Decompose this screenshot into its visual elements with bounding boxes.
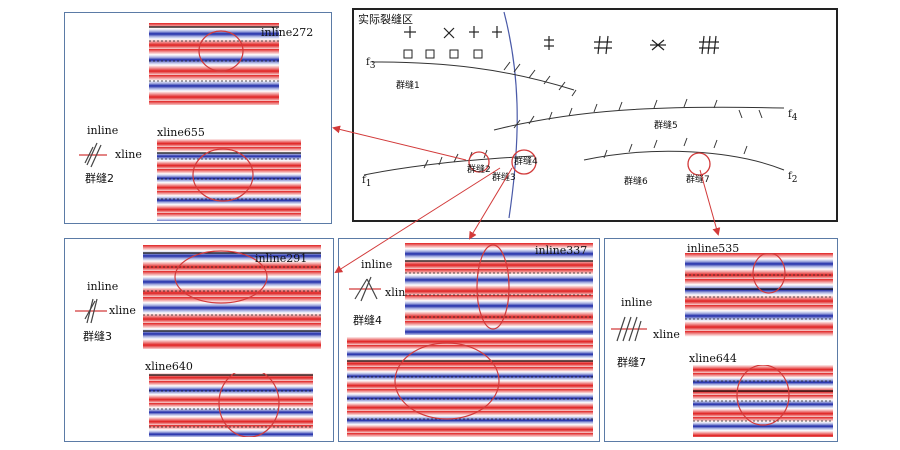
inline-label: inline291 — [255, 252, 308, 265]
seismic-inline-section — [685, 253, 833, 337]
fracture-rose-icon — [79, 142, 107, 168]
inline-label: inline337 — [535, 244, 588, 257]
fault-f4 — [493, 106, 785, 131]
panel-cluster-label: 群缝7 — [617, 356, 646, 369]
rose-inline-label: inline — [87, 124, 119, 137]
seismic-inline-section — [149, 23, 279, 105]
fault-label-f1: f1 — [362, 175, 372, 189]
fracture-rose-icon — [349, 276, 381, 302]
panel-cluster-label: 群缝4 — [353, 314, 382, 327]
cluster-7-circle — [687, 152, 711, 176]
rose-xline-label: xline — [385, 286, 412, 299]
panel-cluster-label: 群缝2 — [85, 172, 114, 185]
fault-f3 — [371, 61, 575, 91]
rose-xline-label: xline — [653, 328, 680, 341]
map-title: 实际裂缝区 — [358, 13, 413, 26]
xline-label: xline655 — [157, 126, 205, 139]
cluster-label-7: 群缝7 — [686, 175, 710, 185]
rose-inline-label: inline — [87, 280, 119, 293]
inline-label: inline272 — [261, 26, 314, 39]
seismic-xline-section — [693, 365, 833, 437]
panel-cluster-7: inline535 inline xline 群缝7 xline644 — [604, 238, 838, 442]
seismic-xline-section — [347, 337, 593, 437]
panel-cluster-2: inline272 inline xline 群缝2 xline655 — [64, 12, 332, 224]
panel-cluster-4: inline xline 群缝4 inline337 xline672 — [338, 238, 600, 442]
cluster-label-4: 群缝4 — [514, 157, 538, 167]
rose-inline-label: inline — [621, 296, 653, 309]
cluster-label-6: 群缝6 — [624, 177, 648, 187]
xline-label: xline644 — [689, 352, 737, 365]
seismic-xline-section — [149, 373, 313, 437]
xline-label: xline640 — [145, 360, 193, 373]
cluster-label-5: 群缝5 — [654, 121, 678, 131]
fracture-rose-icon — [611, 316, 647, 342]
fault-label-f4: f4 — [788, 109, 798, 123]
cluster-label-3: 群缝3 — [492, 173, 516, 183]
fault-f2 — [583, 150, 785, 171]
well-trajectory — [503, 11, 518, 219]
rose-inline-label: inline — [361, 258, 393, 271]
cluster-4-circle — [511, 149, 537, 175]
anomaly-ellipse — [198, 30, 244, 72]
fault-label-f3: f3 — [366, 57, 376, 71]
rose-xline-label: xline — [109, 304, 136, 317]
seismic-inline-section — [143, 245, 321, 349]
seismic-xline-section — [157, 139, 301, 221]
fault-label-f2: f2 — [788, 171, 798, 185]
cluster-label-2: 群缝2 — [467, 165, 491, 175]
rose-xline-label: xline — [115, 148, 142, 161]
fault-map-drawing — [363, 11, 785, 219]
fracture-map: 实际裂缝区 — [352, 8, 838, 222]
cluster-label-1: 群缝1 — [396, 81, 420, 91]
fracture-rose-icon — [75, 298, 107, 324]
panel-cluster-label: 群缝3 — [83, 330, 112, 343]
panel-cluster-3: inline291 inline xline 群缝3 xline640 — [64, 238, 334, 442]
inline-label: inline535 — [687, 242, 740, 255]
